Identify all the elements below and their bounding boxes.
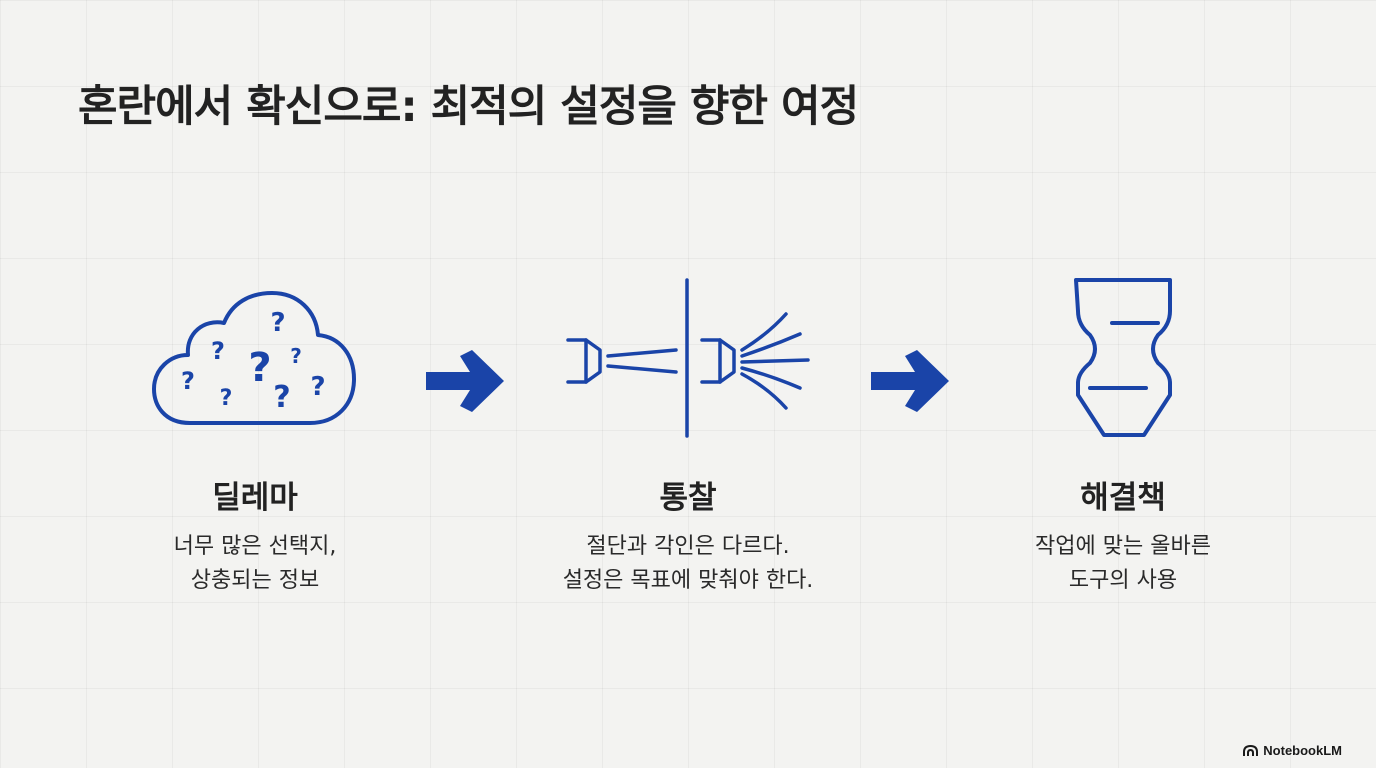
stage-heading-insight: 통찰 bbox=[659, 480, 717, 516]
svg-text:?: ? bbox=[310, 372, 325, 402]
svg-text:?: ? bbox=[248, 345, 271, 391]
arrow-right-icon bbox=[871, 350, 949, 416]
stage-desc-line: 설정은 목표에 맞춰야 한다. bbox=[562, 568, 814, 593]
notebooklm-brand: NotebookLM bbox=[1243, 743, 1342, 758]
svg-text:?: ? bbox=[211, 337, 225, 365]
nozzle-spray-icon bbox=[564, 276, 814, 440]
svg-text:?: ? bbox=[181, 367, 195, 395]
stage-desc-dilemma: 너무 많은 선택지, 상충되는 정보 bbox=[85, 530, 425, 598]
svg-text:?: ? bbox=[270, 308, 285, 338]
brand-label: NotebookLM bbox=[1263, 743, 1342, 758]
stage-desc-insight: 절단과 각인은 다르다. 설정은 목표에 맞춰야 한다. bbox=[518, 530, 858, 598]
stage-desc-line: 절단과 각인은 다르다. bbox=[586, 534, 790, 559]
arrow-right-icon bbox=[426, 350, 504, 416]
slide-title: 혼란에서 확신으로: 최적의 설정을 향한 여정 bbox=[78, 82, 859, 132]
stage-heading-solution: 해결책 bbox=[1080, 480, 1166, 516]
notebooklm-logo-icon bbox=[1243, 744, 1259, 757]
nozzle-tool-icon bbox=[1072, 277, 1176, 441]
stage-desc-line: 상충되는 정보 bbox=[190, 568, 320, 593]
stage-desc-line: 너무 많은 선택지, bbox=[173, 534, 337, 559]
stage-desc-solution: 작업에 맞는 올바른 도구의 사용 bbox=[953, 530, 1293, 598]
cloud-question-icon: ? ? ? ? ? ? ? ? bbox=[150, 285, 360, 430]
svg-text:?: ? bbox=[220, 386, 233, 411]
stage-desc-line: 작업에 맞는 올바른 bbox=[1035, 534, 1211, 559]
stage-heading-dilemma: 딜레마 bbox=[212, 480, 298, 516]
svg-text:?: ? bbox=[273, 380, 290, 415]
svg-text:?: ? bbox=[290, 344, 302, 368]
stage-desc-line: 도구의 사용 bbox=[1068, 568, 1178, 593]
